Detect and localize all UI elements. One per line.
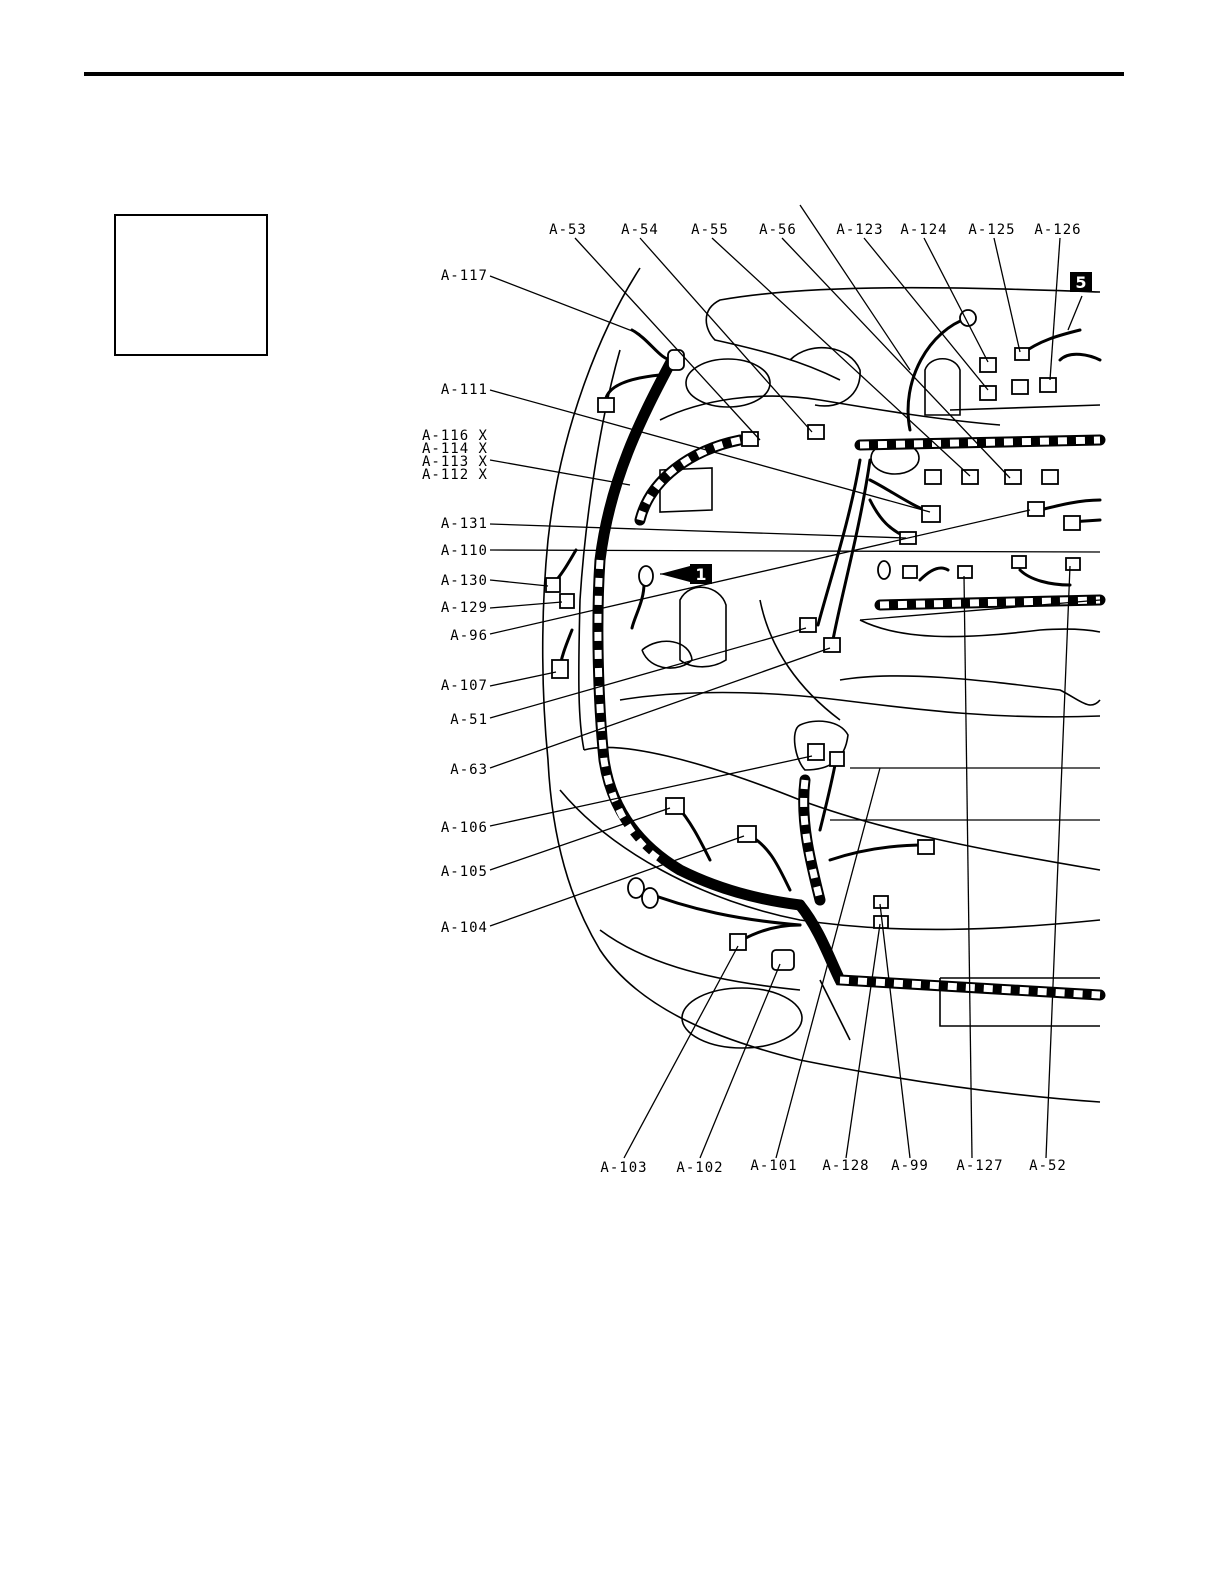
leader-lines bbox=[490, 205, 1100, 1158]
connector-a126 bbox=[1040, 378, 1056, 392]
label-a63: A-63 bbox=[450, 762, 488, 778]
connector-a123 bbox=[980, 386, 996, 400]
label-a117: A-117 bbox=[441, 268, 488, 284]
label-a124: A-124 bbox=[900, 222, 947, 238]
connector-a99 bbox=[874, 896, 888, 908]
connector-a113 bbox=[1005, 470, 1021, 484]
label-a105: A-105 bbox=[441, 864, 488, 880]
label-a129: A-129 bbox=[441, 600, 488, 616]
connector-a51 bbox=[800, 618, 816, 632]
top-labels: A-53 A-54 A-55 A-56 A-123 A-124 A-125 A-… bbox=[549, 222, 1081, 238]
label-a52: A-52 bbox=[1029, 1158, 1067, 1174]
label-a130: A-130 bbox=[441, 573, 488, 589]
label-a54: A-54 bbox=[621, 222, 659, 238]
label-a96: A-96 bbox=[450, 628, 488, 644]
connector-a-misc1 bbox=[903, 566, 917, 578]
connector-a102 bbox=[772, 950, 794, 970]
connector-a56-b bbox=[962, 470, 978, 484]
ground-terminal-1 bbox=[639, 566, 653, 586]
connector-a52 bbox=[1066, 558, 1080, 570]
connector-a112 bbox=[925, 470, 941, 484]
label-a101: A-101 bbox=[750, 1158, 797, 1174]
label-a126: A-126 bbox=[1034, 222, 1081, 238]
connector-a111 bbox=[922, 506, 940, 522]
connector-a127 bbox=[958, 566, 972, 578]
connector-a105 bbox=[666, 798, 684, 814]
branch-cables bbox=[552, 318, 1100, 940]
label-a106: A-106 bbox=[441, 820, 488, 836]
tag-1: 1 bbox=[660, 564, 712, 584]
label-a110: A-110 bbox=[441, 543, 488, 559]
connector-a106-b bbox=[830, 752, 844, 766]
label-a53: A-53 bbox=[549, 222, 587, 238]
connector-a130 bbox=[546, 578, 560, 592]
connector-a117 bbox=[598, 398, 614, 412]
connector-a107 bbox=[552, 660, 568, 678]
label-a104: A-104 bbox=[441, 920, 488, 936]
label-a128: A-128 bbox=[822, 1158, 869, 1174]
connector-a54 bbox=[742, 432, 758, 446]
connector-a53 bbox=[668, 350, 684, 370]
bottom-labels: A-103 A-102 A-101 A-128 A-99 A-127 A-52 bbox=[600, 1158, 1066, 1176]
label-a55: A-55 bbox=[691, 222, 729, 238]
connector-a125 bbox=[1012, 380, 1028, 394]
connector-a106 bbox=[808, 744, 824, 760]
svg-text:1: 1 bbox=[695, 565, 706, 584]
connector-a124 bbox=[980, 358, 996, 372]
ground-terminal-mid bbox=[878, 561, 890, 579]
connector-a-misc2 bbox=[1012, 556, 1026, 568]
connector-a104 bbox=[738, 826, 756, 842]
left-labels: A-117 A-111 A-116 X A-114 X A-113 X A-11… bbox=[422, 268, 488, 936]
label-a125: A-125 bbox=[968, 222, 1015, 238]
connector-a101-end bbox=[918, 840, 934, 854]
label-a111: A-111 bbox=[441, 382, 488, 398]
connector-a55 bbox=[808, 425, 824, 439]
connector-a103 bbox=[730, 934, 746, 950]
label-a102: A-102 bbox=[676, 1160, 723, 1176]
label-a127: A-127 bbox=[956, 1158, 1003, 1174]
connector-a125-b bbox=[1015, 348, 1029, 360]
svg-text:5: 5 bbox=[1075, 273, 1086, 292]
connector-a110 bbox=[1064, 516, 1080, 530]
label-a56: A-56 bbox=[759, 222, 797, 238]
connector-a114 bbox=[1042, 470, 1058, 484]
label-a123: A-123 bbox=[836, 222, 883, 238]
connector-a104-plug2 bbox=[642, 888, 658, 908]
label-a112x: A-112 X bbox=[422, 467, 488, 483]
label-a51: A-51 bbox=[450, 712, 488, 728]
tag-5: 5 bbox=[1070, 272, 1092, 292]
label-a99: A-99 bbox=[891, 1158, 929, 1174]
label-a103: A-103 bbox=[600, 1160, 647, 1176]
label-a131: A-131 bbox=[441, 516, 488, 532]
connector-a96 bbox=[1028, 502, 1044, 516]
label-a107: A-107 bbox=[441, 678, 488, 694]
connector-a129 bbox=[560, 594, 574, 608]
